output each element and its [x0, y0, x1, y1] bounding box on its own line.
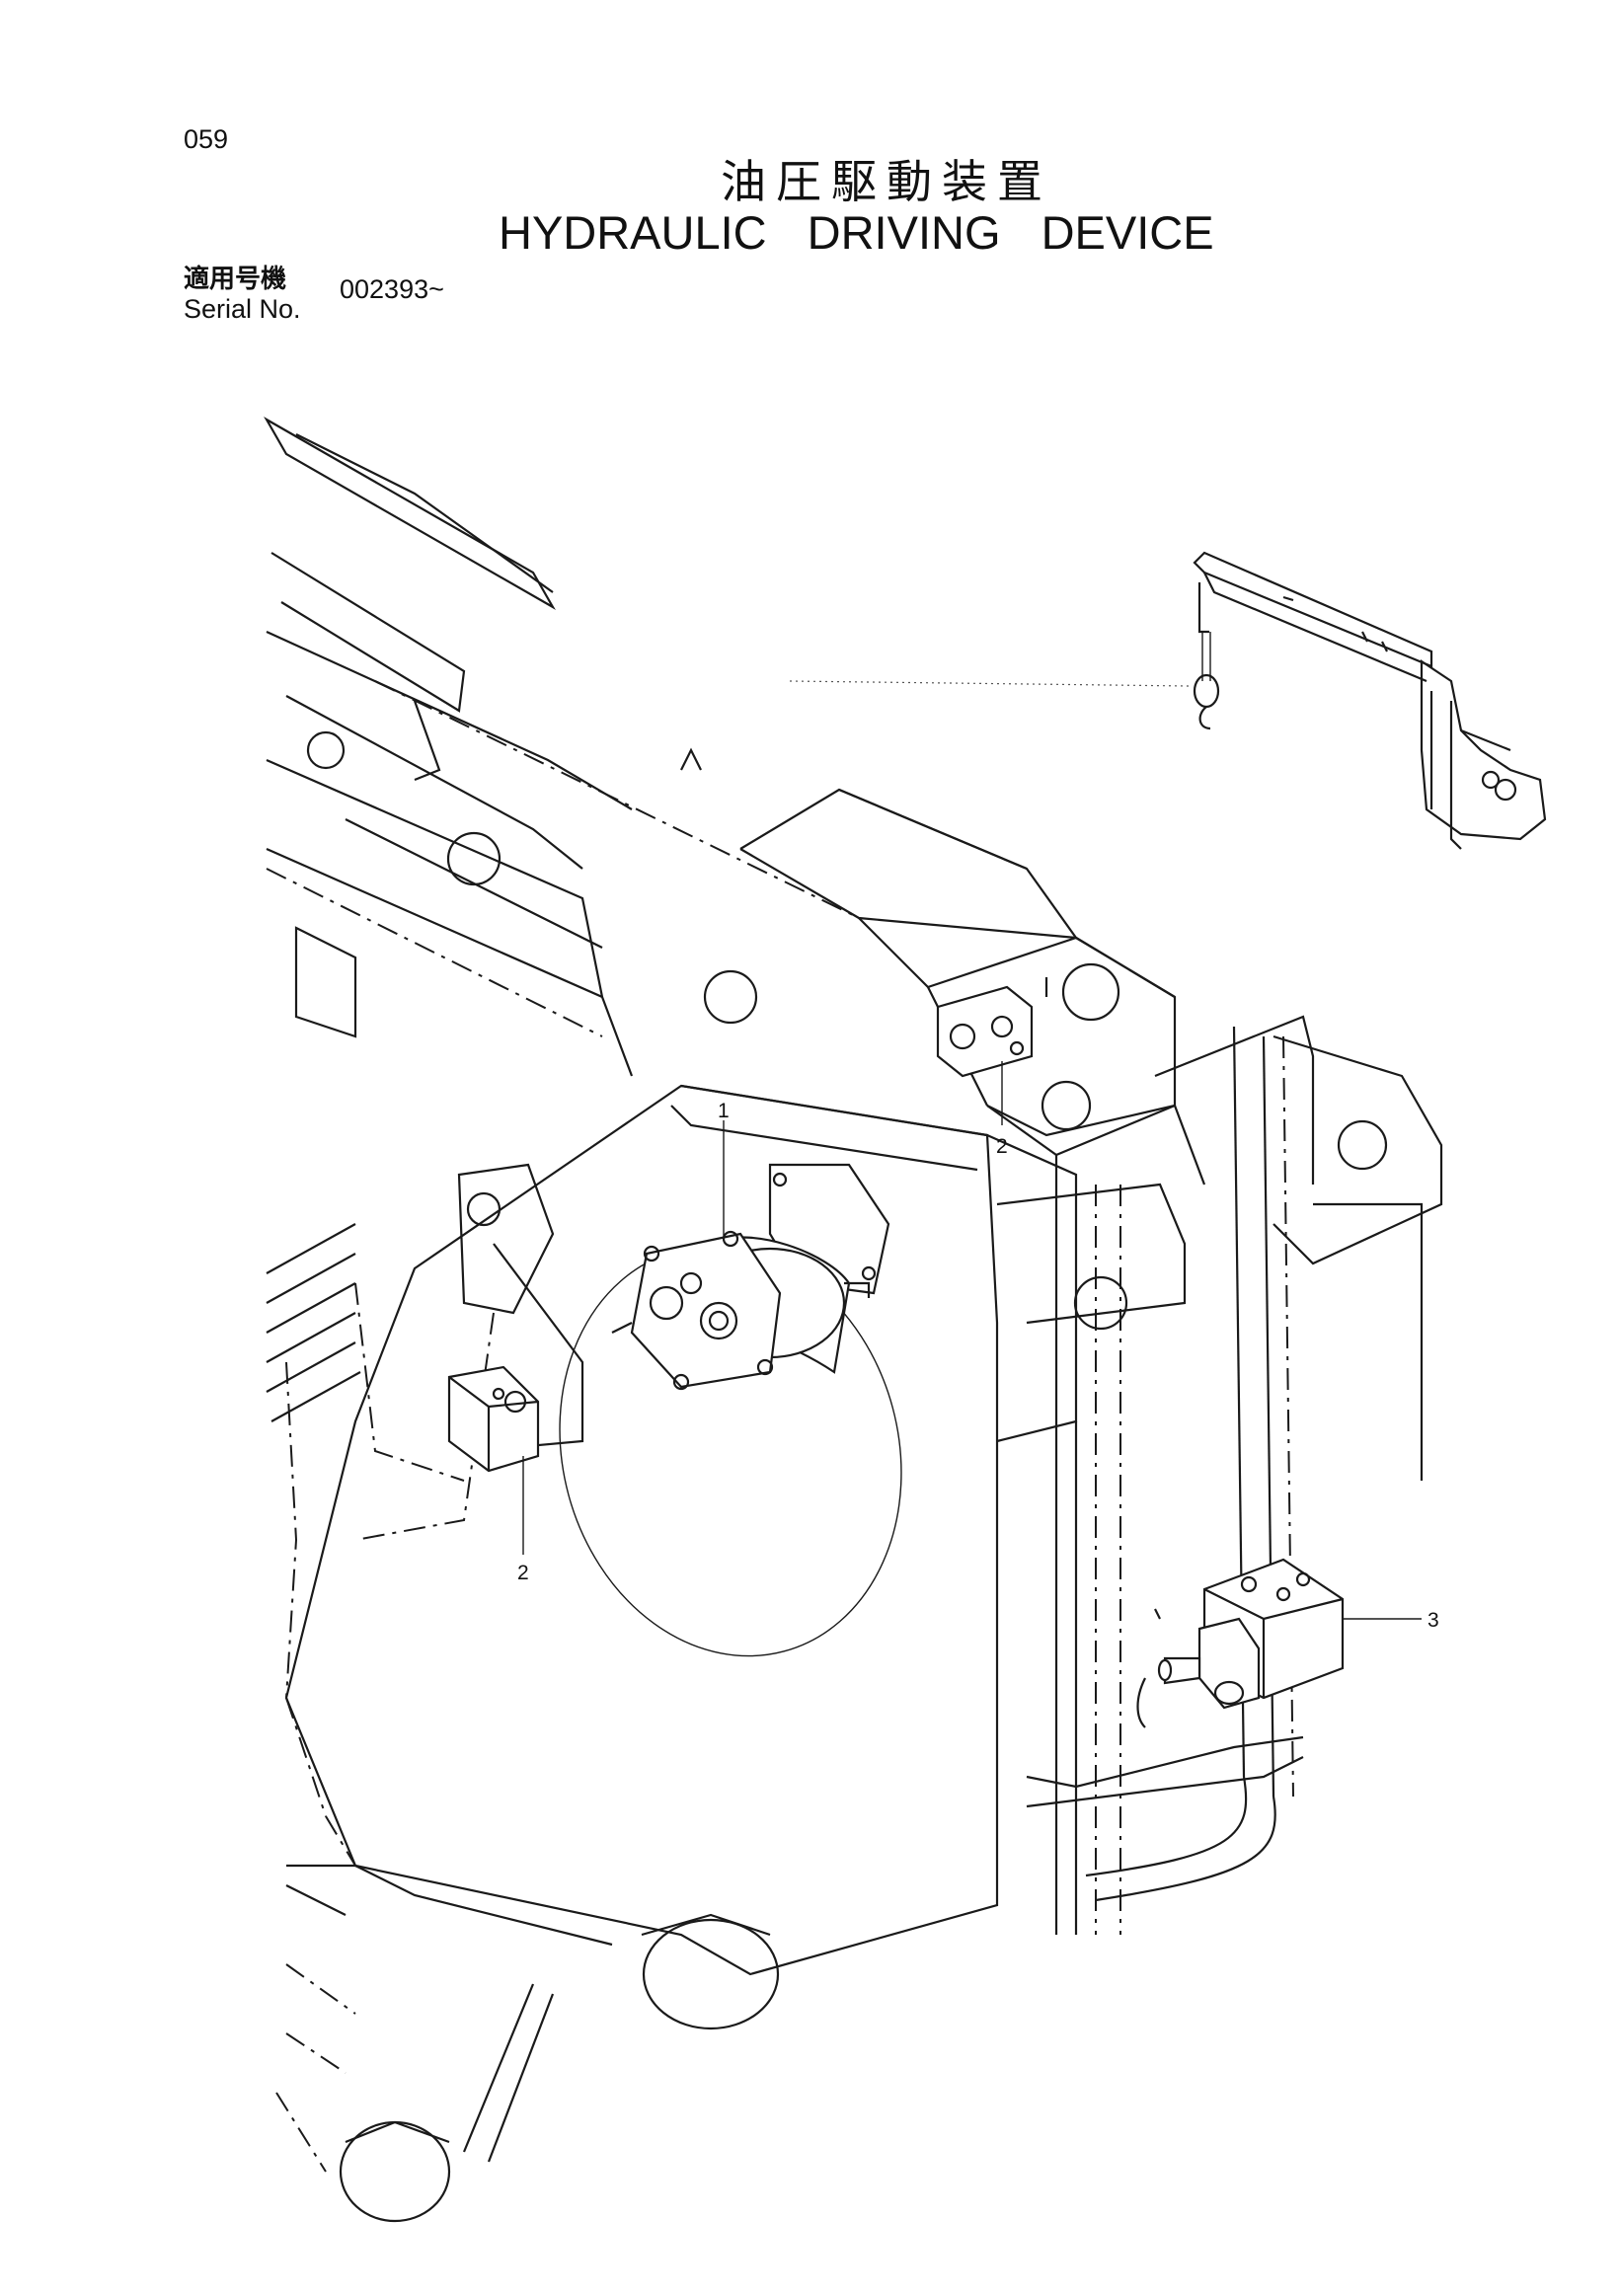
upper-fitting-part-2 [936, 985, 1034, 1078]
block-fitting-part-2 [447, 1365, 540, 1473]
crane-overview-inset [1193, 551, 1547, 850]
inset-reference-leader [789, 680, 1191, 687]
left-guide-bars [266, 1163, 584, 1541]
boom-structure [264, 417, 860, 1077]
page-title-english: HYDRAULIC DRIVING DEVICE [499, 206, 1214, 259]
side-plate [284, 1084, 999, 1976]
lower-rollers [275, 1864, 780, 2223]
mast-head-housing [680, 747, 1206, 1244]
callout-2-lower: 2 [517, 1562, 529, 1584]
callout-3: 3 [1427, 1609, 1439, 1632]
serial-number-range: 002393~ [340, 274, 444, 304]
control-valve-part-3 [1136, 1558, 1345, 1728]
serial-label-english: Serial No. [184, 294, 301, 324]
page-number: 059 [184, 124, 229, 154]
callout-1: 1 [718, 1100, 730, 1122]
right-frame [986, 1015, 1443, 1935]
serial-label-japanese: 適用号機 [184, 265, 287, 294]
callout-2-upper: 2 [996, 1135, 1008, 1158]
page-title-japanese: 油圧駆動装置 [721, 155, 1052, 208]
hydraulic-motor-part-1 [630, 1163, 890, 1391]
callout-leaders [522, 1061, 1422, 1620]
